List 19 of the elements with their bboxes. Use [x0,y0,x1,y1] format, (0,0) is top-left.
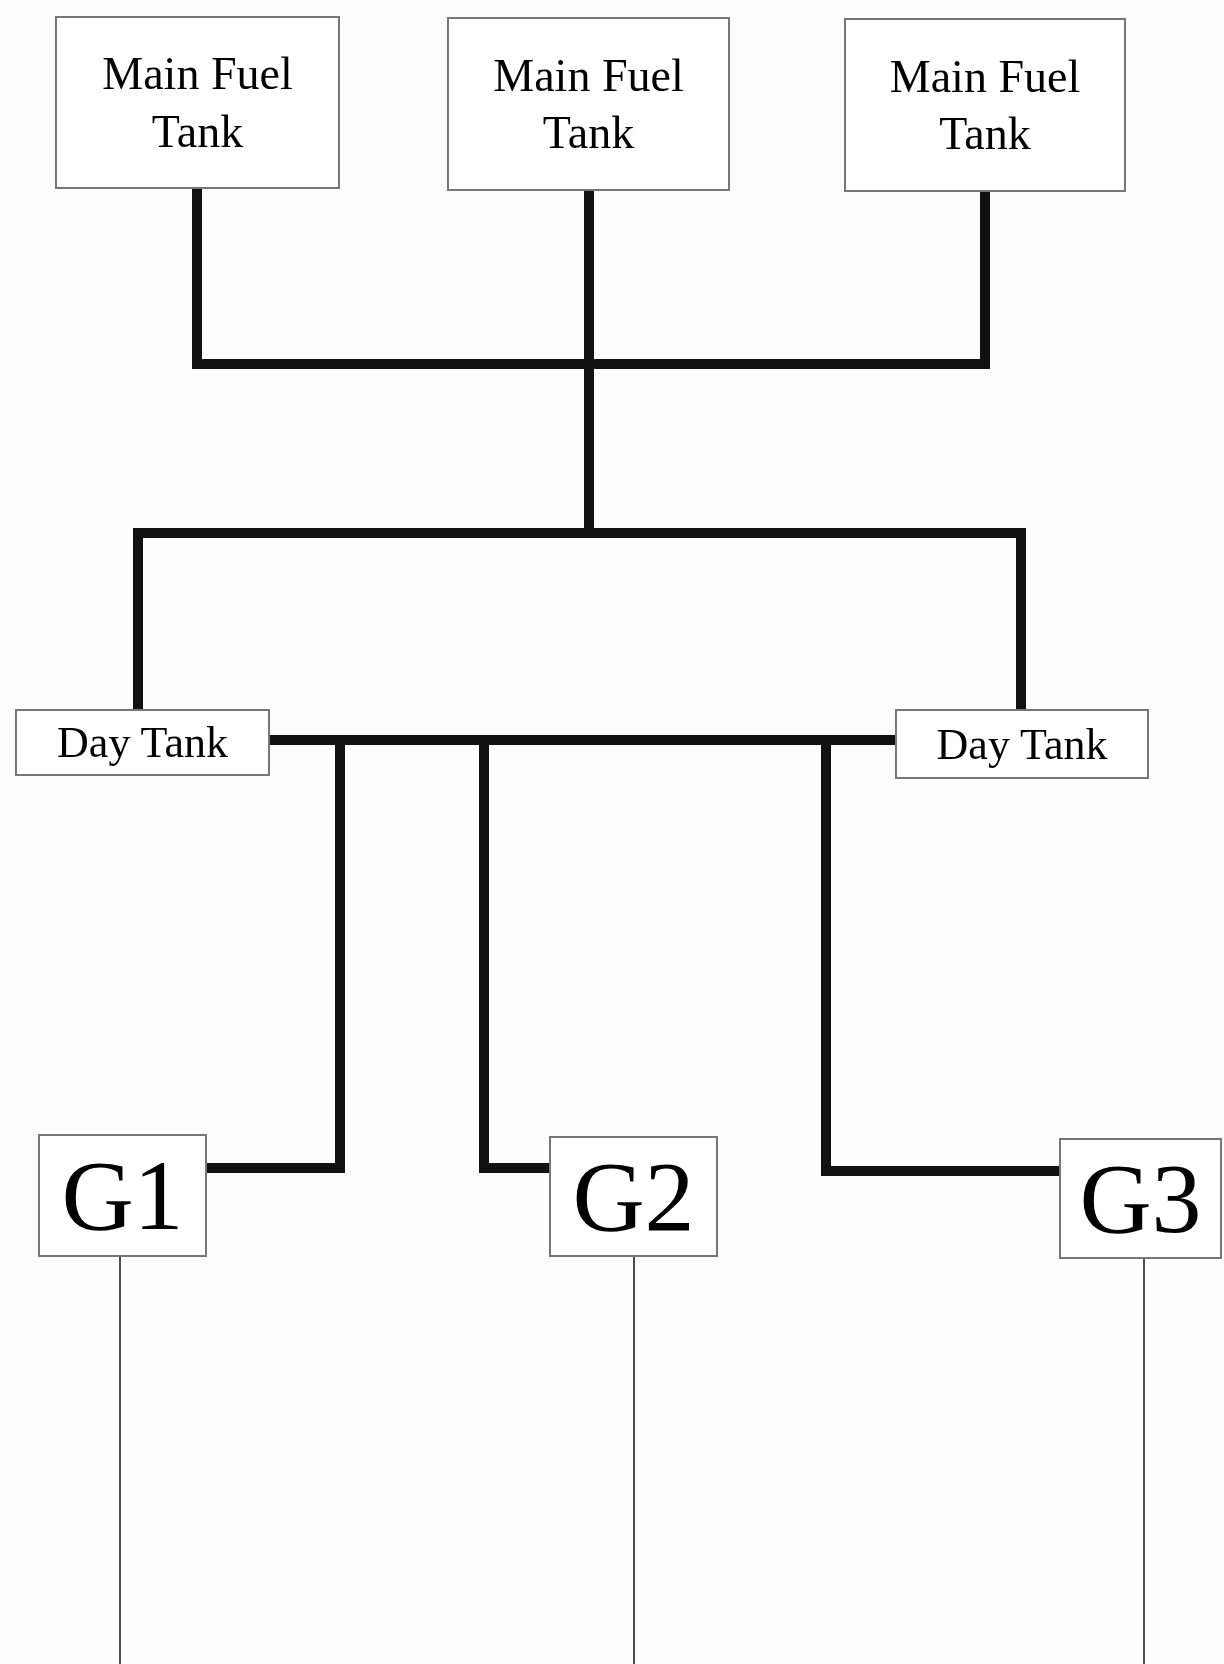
generator-box [38,1134,207,1257]
tank-box [447,17,730,191]
generator-box [1059,1138,1222,1259]
node-label: G1 [61,1139,184,1253]
node-label: Main Fuel Tank [492,48,685,160]
node-label: Day Tank [57,717,228,769]
cable-line [633,1256,635,1664]
day-tank-box [895,709,1149,779]
cable-line [119,1256,121,1664]
node-label: Day Tank [936,718,1108,771]
generator-box [549,1136,718,1257]
day-tank-box [15,709,270,776]
node-label: G3 [1079,1142,1202,1256]
node-label: Main Fuel Tank [888,49,1082,161]
tank-box [844,18,1126,192]
node-label: Main Fuel Tank [101,47,294,159]
cable-line [1143,1258,1145,1664]
tank-box [55,16,340,189]
node-label: G2 [572,1140,695,1254]
